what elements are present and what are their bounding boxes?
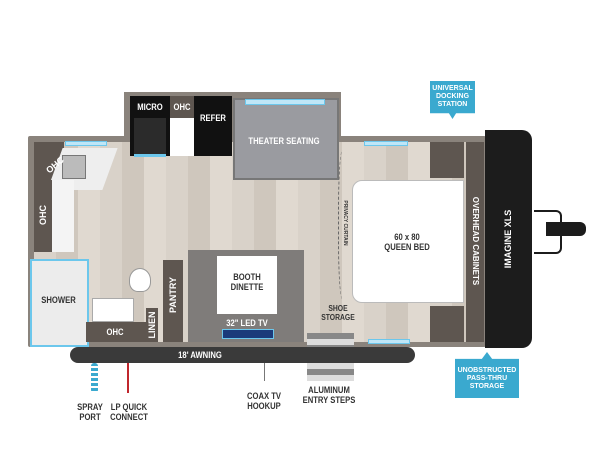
window: [364, 141, 408, 146]
front-cap: [485, 130, 532, 348]
ohc-bath-label: OHC: [106, 327, 124, 337]
pantry-label: PANTRY: [168, 277, 178, 313]
dinette-table: [217, 256, 277, 314]
linen-label: LINEN: [147, 311, 157, 339]
ohc-left-cabinet: [34, 180, 52, 252]
awning: [70, 347, 415, 363]
aluminum-entry-steps-label: ALUMINUM ENTRY STEPS: [302, 385, 356, 405]
shoe-storage-label: SHOE STORAGE: [321, 304, 355, 322]
shower-label: SHOWER: [41, 295, 76, 305]
shower: [30, 259, 89, 347]
privacy-curtain-label: PRIVACY CURTAIN: [342, 200, 348, 246]
linen-cabinet: [146, 308, 158, 342]
counter: [170, 118, 194, 156]
refer: [194, 96, 232, 156]
ohc-kitchen-label: OHC: [173, 102, 191, 112]
lp-quick-connect-line: [127, 363, 129, 393]
lp-quick-connect-label: LP QUICK CONNECT: [110, 402, 148, 422]
pantry-cabinet: [163, 260, 183, 342]
theater-seating-label: THEATER SEATING: [248, 136, 320, 146]
refer-label: REFER: [200, 113, 226, 123]
awning-label: 18' AWNING: [178, 350, 222, 360]
window: [65, 141, 107, 146]
bath-sink: [92, 298, 134, 322]
window: [368, 339, 410, 344]
queen-bed-label: 60 x 80 QUEEN BED: [384, 232, 430, 252]
overhead-cabinets-label: OVERHEAD CABINETS: [471, 196, 480, 286]
overhead-cabinets: [466, 142, 484, 342]
hitch-coupler: [546, 222, 586, 236]
counter-left: [52, 180, 74, 252]
toilet: [129, 268, 151, 292]
universal-docking-station-callout: UNIVERSAL DOCKING STATION: [430, 81, 475, 119]
stove: [134, 118, 166, 157]
brand-logo: IMAGINE XLS: [503, 209, 513, 269]
ohc-left-label: OHC: [38, 205, 48, 225]
sink: [62, 155, 86, 179]
ohc-bath-cabinet: [86, 322, 146, 342]
spray-port-hose-icon: [91, 363, 98, 393]
theater-seating[interactable]: [233, 98, 339, 180]
privacy-curtain-line: [338, 150, 349, 300]
ohc-kitchen-cabinet: [170, 96, 194, 118]
nightstand-top: [430, 142, 464, 178]
micro-label: MICRO: [137, 102, 163, 112]
window: [245, 99, 325, 105]
queen-bed[interactable]: [352, 180, 464, 303]
nightstand-bottom: [430, 306, 464, 342]
led-tv-label: 32" LED TV: [226, 318, 268, 328]
coax-tv-hookup-label: COAX TV HOOKUP: [246, 391, 281, 411]
coax-line: [264, 363, 265, 381]
pass-thru-storage-callout: UNOBSTRUCTED PASS-THRU STORAGE: [455, 352, 519, 398]
booth-dinette-label: BOOTH DINETTE: [230, 272, 264, 292]
led-tv: [222, 329, 274, 339]
spray-port-label: SPRAY PORT: [77, 402, 103, 422]
